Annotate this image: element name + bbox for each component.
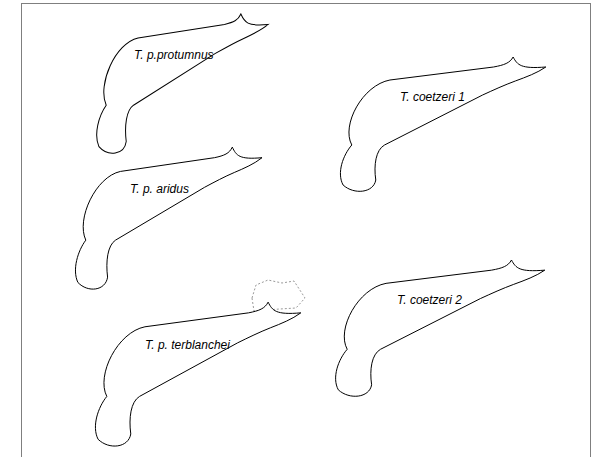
specimen-outline: T. p.protumnus bbox=[88, 12, 270, 157]
specimen-outline: T. coetzeri 1 bbox=[330, 55, 548, 195]
specimen-outline: T. p. terblanchei bbox=[85, 300, 303, 450]
outline-shape bbox=[66, 145, 264, 293]
outline-shape bbox=[330, 55, 548, 195]
outline-path bbox=[336, 260, 545, 396]
outline-path bbox=[340, 57, 545, 191]
outline-shape bbox=[85, 300, 303, 450]
specimen-name: T. p. terblanchei bbox=[145, 338, 230, 352]
outline-path bbox=[97, 14, 268, 153]
outline-shape bbox=[88, 12, 270, 157]
specimen-name: T. coetzeri 1 bbox=[400, 90, 465, 104]
specimen-name: T. coetzeri 2 bbox=[397, 293, 462, 307]
specimen-name: T. p.protumnus bbox=[134, 48, 214, 62]
outline-path bbox=[75, 147, 262, 289]
specimen-name: T. p. aridus bbox=[130, 182, 189, 196]
specimen-outline: T. p. aridus bbox=[66, 145, 264, 293]
missing-tip-outline bbox=[252, 280, 305, 311]
specimen-outline: T. coetzeri 2 bbox=[325, 258, 547, 400]
frame-border bbox=[22, 4, 591, 457]
outline-shape bbox=[325, 258, 547, 400]
outline-path bbox=[95, 302, 300, 446]
